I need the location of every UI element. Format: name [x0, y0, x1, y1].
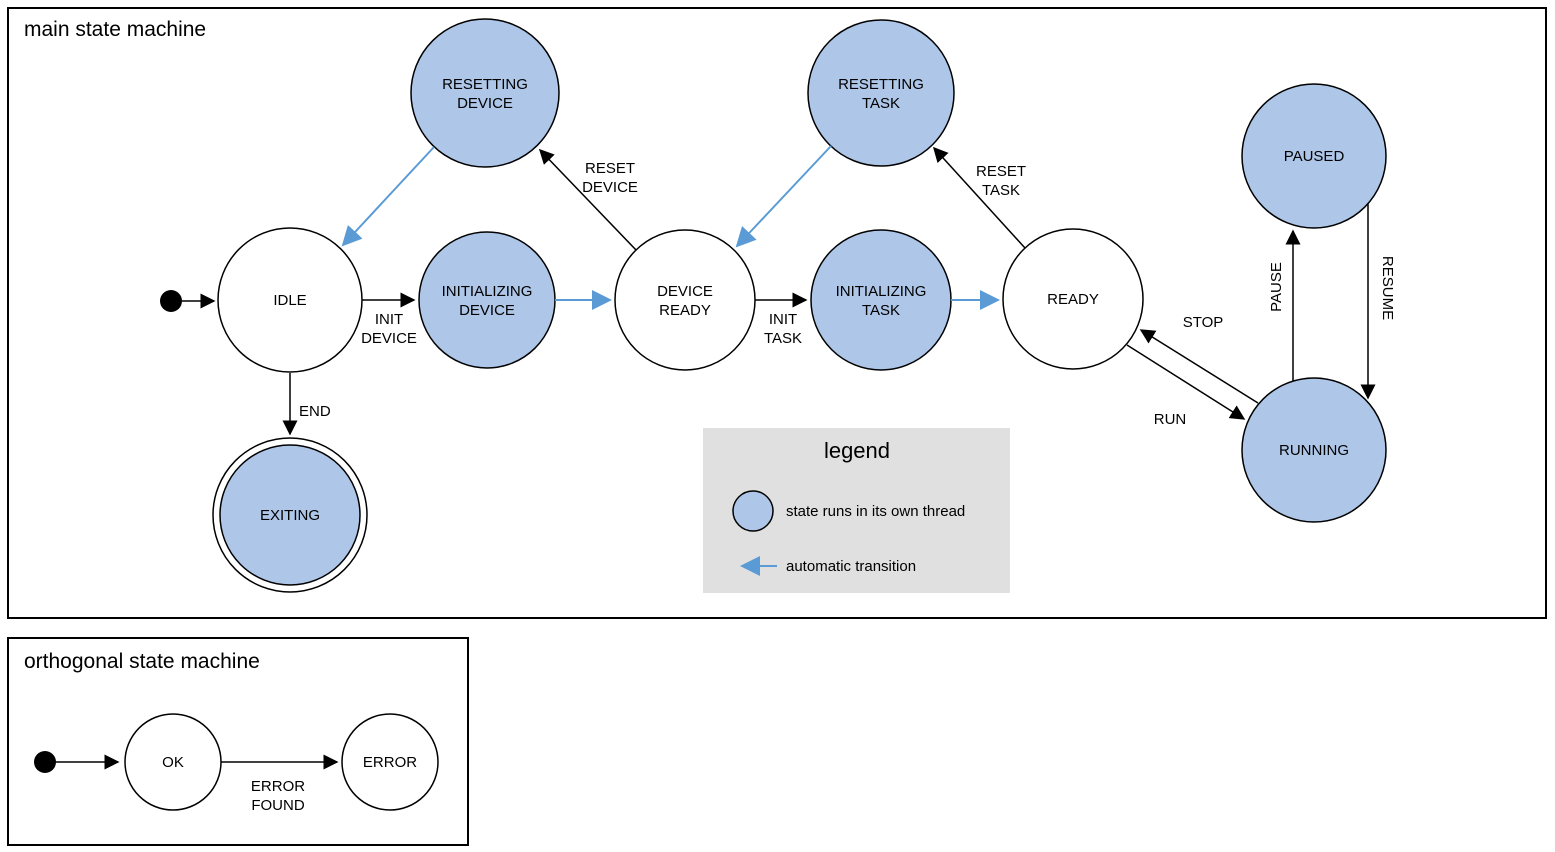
initial-state-dot	[160, 290, 182, 312]
transition-reset-device-label-line1: RESET	[585, 160, 635, 177]
state-ok-label: OK	[162, 754, 184, 771]
transition-reset-device-arrow	[538, 148, 637, 251]
state-resetting-task-label-line2: TASK	[862, 95, 900, 112]
state-initializing-device-label-line1: INITIALIZING	[442, 283, 533, 300]
state-device-ready-label-line2: READY	[659, 302, 711, 319]
transition-init-device-label-line1: INIT	[375, 311, 403, 328]
transition-run-label: RUN	[1154, 411, 1187, 428]
transition-stop-arrow	[1139, 329, 1259, 404]
state-idle-label: IDLE	[273, 292, 306, 309]
legend-thread-note: state runs in its own thread	[786, 503, 965, 520]
state-initializing-device-label-line2: DEVICE	[459, 302, 515, 319]
state-ready-label: READY	[1047, 291, 1099, 308]
state-device-ready	[614, 229, 756, 371]
transition-init-task-label-line1: INIT	[769, 311, 797, 328]
orthogonal-panel-title: orthogonal state machine	[24, 650, 260, 673]
transition-auto-resettask-deviceready-arrow	[735, 145, 832, 248]
state-resetting-device-label-line1: RESETTING	[442, 76, 528, 93]
transition-error-found-label-line1: ERROR	[251, 778, 305, 795]
state-exiting	[219, 444, 361, 586]
transition-run-arrow	[1126, 344, 1246, 420]
state-initializing-device	[418, 231, 556, 369]
orthogonal-initial-state-dot	[34, 751, 56, 773]
legend: legend state runs in its own thread auto…	[703, 428, 1010, 593]
state-resetting-device	[410, 18, 560, 168]
state-initializing-task-label-line1: INITIALIZING	[836, 283, 927, 300]
main-state-machine-panel: main state machine IDLE RESETTING DEVICE…	[7, 7, 1547, 619]
transition-init-task-label-line2: TASK	[764, 330, 802, 347]
main-panel-title: main state machine	[24, 18, 206, 41]
state-error-label: ERROR	[363, 754, 417, 771]
transition-reset-task-label-line2: TASK	[982, 182, 1020, 199]
transition-reset-device-label-line2: DEVICE	[582, 179, 638, 196]
state-paused-label: PAUSED	[1284, 148, 1345, 165]
state-initializing-task-label-line2: TASK	[862, 302, 900, 319]
legend-title: legend	[824, 438, 890, 463]
state-initializing-task	[810, 229, 952, 371]
state-error	[341, 713, 439, 811]
orthogonal-state-machine-panel: orthogonal state machine OK ERROR ERROR …	[7, 637, 469, 846]
transition-end-label: END	[299, 403, 331, 420]
state-resetting-task-label-line1: RESETTING	[838, 76, 924, 93]
transition-stop-label: STOP	[1183, 314, 1224, 331]
transition-reset-task-arrow	[932, 146, 1026, 249]
state-paused	[1241, 83, 1387, 229]
transition-pause-label: PAUSE	[1268, 262, 1285, 312]
state-running	[1241, 377, 1387, 523]
state-exiting-label: EXITING	[260, 507, 320, 524]
state-running-label: RUNNING	[1279, 442, 1349, 459]
transition-resume-label: RESUME	[1379, 256, 1396, 320]
legend-auto-note: automatic transition	[786, 558, 916, 575]
transition-auto-resetdevice-idle-arrow	[341, 146, 435, 247]
transition-reset-task-label-line1: RESET	[976, 163, 1026, 180]
legend-thread-state-icon	[732, 490, 774, 532]
state-ready	[1002, 228, 1144, 370]
state-resetting-task	[807, 19, 955, 167]
state-resetting-device-label-line2: DEVICE	[457, 95, 513, 112]
state-device-ready-label-line1: DEVICE	[657, 283, 713, 300]
transition-error-found-label-line2: FOUND	[251, 797, 304, 814]
transition-init-device-label-line2: DEVICE	[361, 330, 417, 347]
